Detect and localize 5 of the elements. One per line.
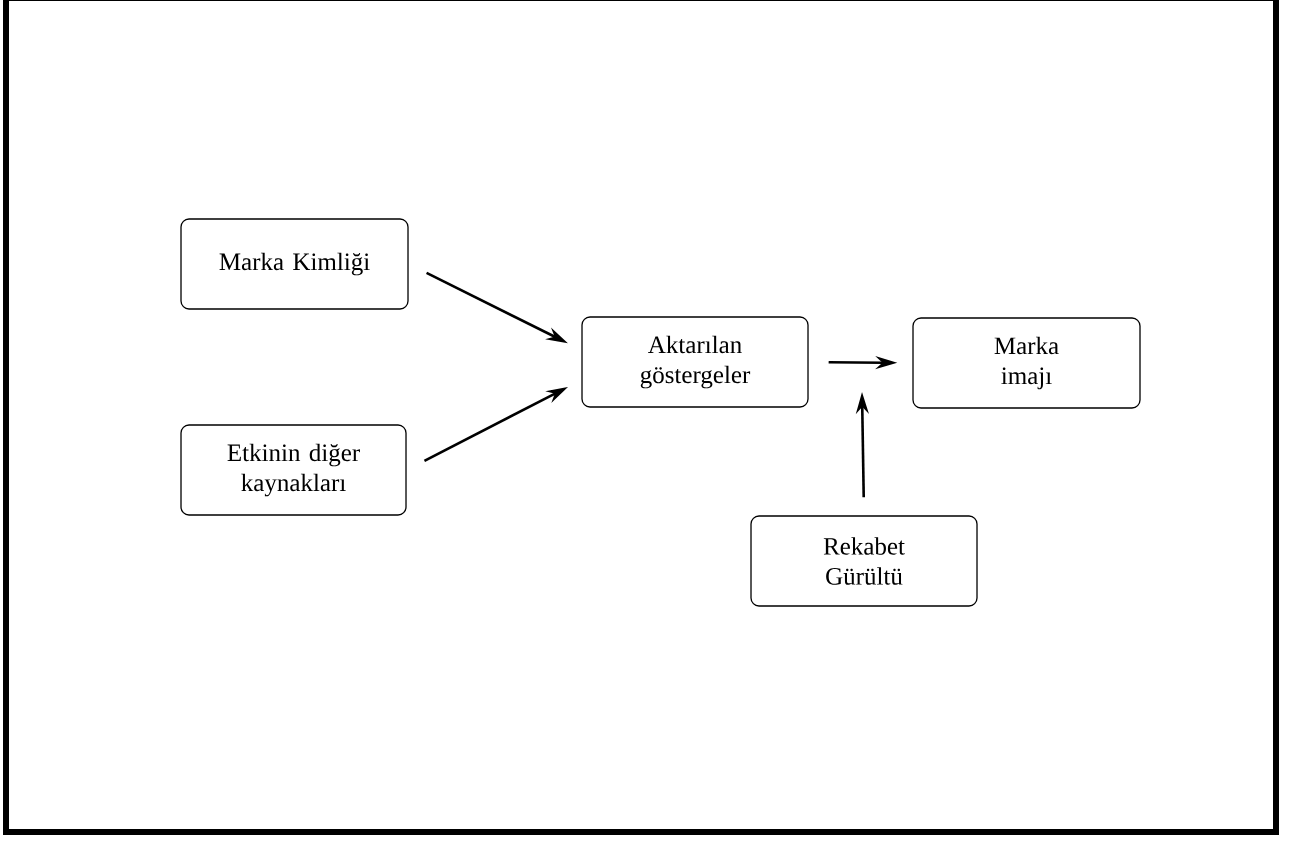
process-box: Marka imajı <box>912 317 1141 409</box>
process-box: Aktarılan göstergeler <box>581 316 809 408</box>
process-box: Marka Kimliği <box>180 218 409 310</box>
process-box: Etkinin diğer kaynakları <box>180 424 407 516</box>
process-box: Rekabet Gürültü <box>750 515 978 607</box>
